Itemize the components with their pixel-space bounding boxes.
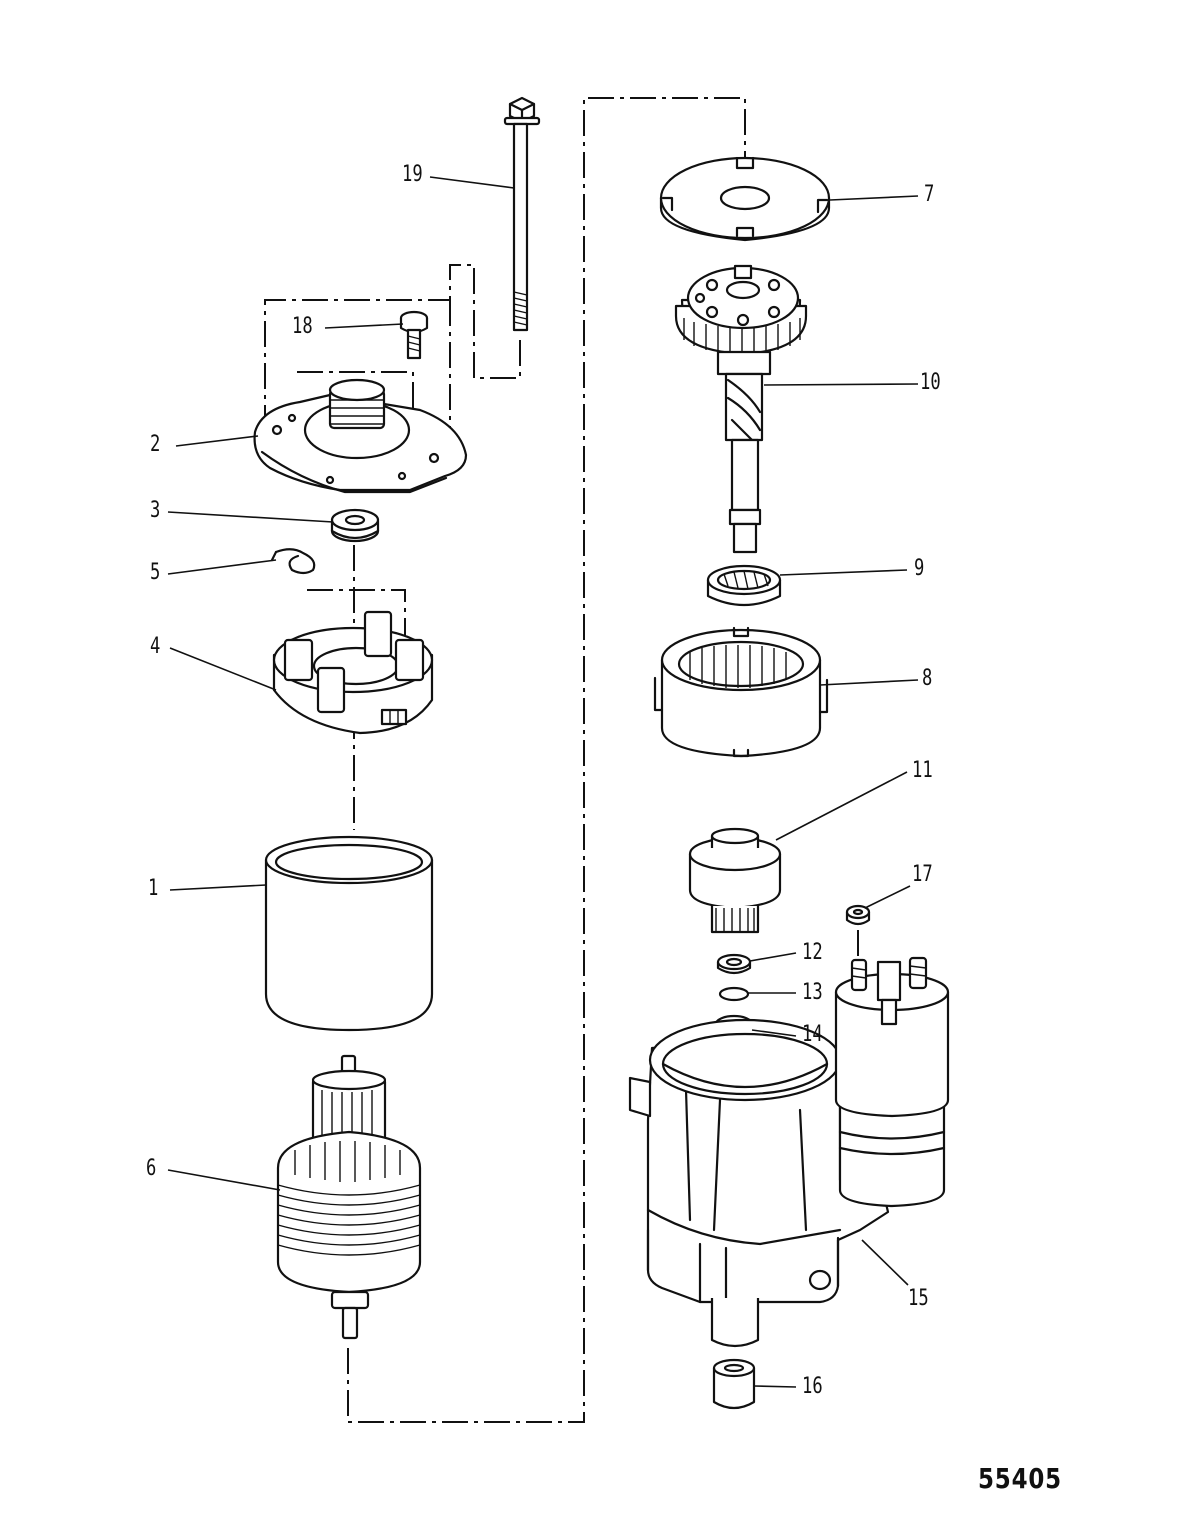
part-15-solenoid <box>834 956 950 1208</box>
callout-label-13: 13 <box>802 980 823 1005</box>
part-12-washer <box>716 953 752 975</box>
callout-label-18: 18 <box>292 314 313 339</box>
callout-label-9: 9 <box>914 556 925 581</box>
part-9-bushing <box>706 564 782 606</box>
callout-label-10: 10 <box>920 370 941 395</box>
callout-label-17: 17 <box>912 862 933 887</box>
callout-label-12: 12 <box>802 940 823 965</box>
part-18-screw <box>399 310 429 360</box>
callout-label-1: 1 <box>148 876 159 901</box>
callout-label-3: 3 <box>150 498 161 523</box>
part-7-retainer-plate <box>659 156 831 242</box>
callout-label-11: 11 <box>912 758 933 783</box>
callout-label-4: 4 <box>150 634 161 659</box>
callout-label-16: 16 <box>802 1374 823 1399</box>
part-19-through-bolt <box>503 96 541 332</box>
callout-label-15: 15 <box>908 1286 929 1311</box>
part-16-bushing <box>712 1358 756 1410</box>
part-15-drive-housing <box>628 1018 890 1348</box>
callout-label-2: 2 <box>150 432 161 457</box>
part-1-frame <box>264 835 434 1032</box>
callout-label-6: 6 <box>146 1156 157 1181</box>
callout-label-14: 14 <box>802 1022 823 1047</box>
part-8-ring-gear <box>653 626 829 758</box>
part-2-end-cap <box>253 378 468 494</box>
part-4-brush-holder <box>272 610 434 735</box>
part-11-drive-pinion <box>688 827 782 934</box>
part-5-spring <box>270 548 316 575</box>
part-3-bearing <box>330 508 380 543</box>
callout-label-5: 5 <box>150 560 161 585</box>
callout-label-8: 8 <box>922 666 933 691</box>
part-6-armature <box>276 1054 422 1340</box>
part-13-snap-ring <box>718 986 750 1002</box>
callout-label-7: 7 <box>924 182 935 207</box>
callout-label-19: 19 <box>402 162 423 187</box>
part-10-drive-shaft <box>674 264 808 554</box>
part-17-nut <box>845 904 871 926</box>
figure-number: 55405 <box>978 1462 1062 1495</box>
leader-lines <box>167 176 919 1388</box>
